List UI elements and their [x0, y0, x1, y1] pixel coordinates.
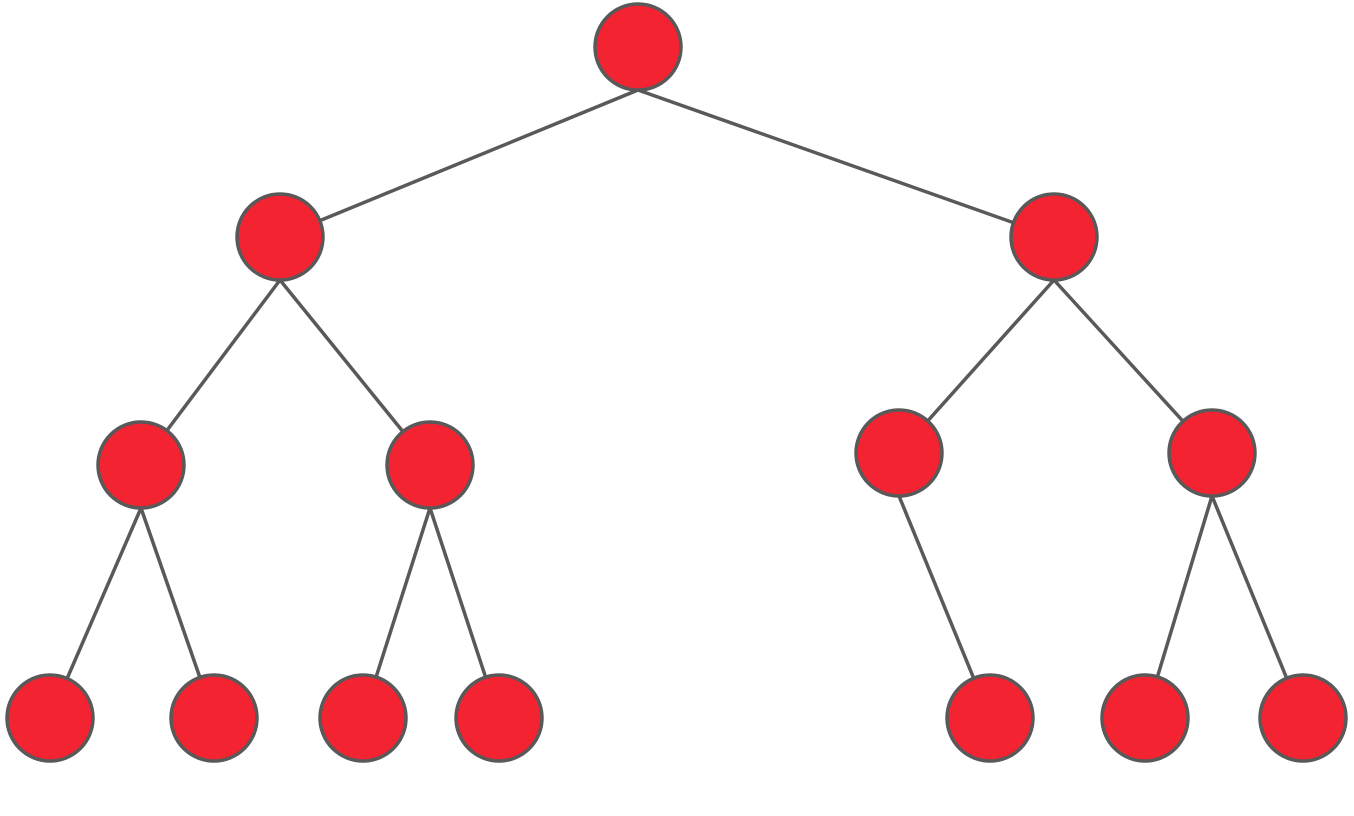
tree-node-b1r: [945, 673, 1035, 763]
tree-node-a2: [385, 420, 475, 510]
edge-root-b: [637, 88, 1055, 239]
tree-node-root: [593, 2, 683, 92]
edges-group: [48, 88, 1305, 719]
tree-node-a: [235, 192, 325, 282]
nodes-group: [5, 2, 1348, 763]
tree-node-a2r: [454, 673, 544, 763]
tree-node-a1: [96, 420, 186, 510]
tree-node-b: [1009, 192, 1099, 282]
tree-node-b1: [854, 408, 944, 498]
tree-node-b2r: [1258, 673, 1348, 763]
tree-node-a1r: [169, 673, 259, 763]
edge-root-a: [279, 88, 639, 239]
tree-node-b2l: [1100, 673, 1190, 763]
tree-node-b2: [1167, 408, 1257, 498]
tree-node-a1l: [5, 673, 95, 763]
tree-node-a2l: [318, 673, 408, 763]
